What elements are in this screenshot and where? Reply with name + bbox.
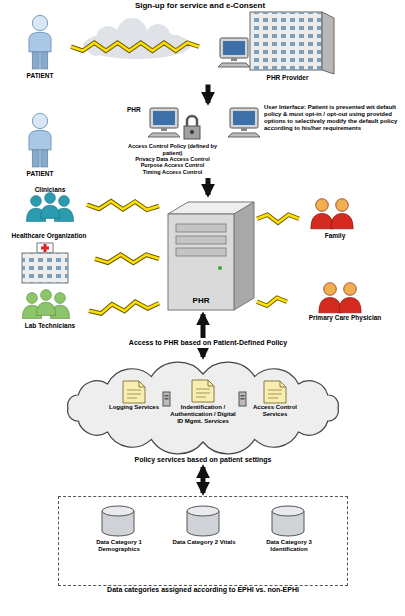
node-label: Access Control Services [248,404,302,418]
hospital-building [22,243,68,283]
caption: Access to PHR based on Patient-Defined P… [126,338,290,348]
node-label: Primary Care Physician [288,314,402,321]
node-label: Timing Access Control [125,169,220,175]
policy-cloud: Logging Services Indentification / Authen… [58,360,348,464]
flow-arrow [203,314,204,357]
clinicians-icon [26,193,73,222]
node-label: Data Category 3 Identification [253,539,325,553]
policy-workstation [148,108,200,139]
network-cloud [83,18,191,59]
diagram-title: Sign-up for service and e-Consent [90,1,310,10]
node-label: Access Control Policy (defined by patien… [125,143,220,156]
node-label: Data Category 2 Vitals [168,539,240,546]
node-label: Privacy Data Access Control [125,156,220,162]
lightning-link [71,43,199,51]
node-label: Clinicians [14,186,86,193]
node-label: Lab Technicians [12,322,88,329]
patient-figure [29,15,51,69]
server-tower [168,202,254,310]
lightning-link [257,298,287,306]
node-label: PATIENT [10,170,70,177]
patient-figure [29,113,51,167]
cloud-frame: Logging Services Indentification / Authen… [58,360,348,456]
node-label: Logging Services [106,404,162,411]
node-label: Family [300,232,370,239]
node-label: Healthcare Organization [4,232,94,239]
lightning-link [257,215,299,223]
service-icons [123,380,286,406]
node-label: PHR [160,296,242,305]
node-label: Indentification / Authentication / Digit… [170,404,236,425]
lightning-link [95,255,159,263]
family-icon [311,199,353,229]
flow-arrow [208,84,209,103]
flow-arrow [203,467,204,493]
node-label: Policy services based on patient setting… [58,456,348,464]
node-label: PHR Provider [240,74,335,81]
lightning-link [89,302,159,314]
node-label: PATIENT [10,72,70,79]
title-holder: Sign-up for service and e-Consent [90,1,310,10]
node-label: Data Category 1 Demographics [83,539,155,553]
node-label: User Interface: Patient is presented wit… [264,104,400,132]
flow-arrow [208,178,209,195]
provider-building [218,12,334,74]
node-label: PHR [127,106,220,113]
lightning-link [87,201,159,210]
database-icons [102,506,304,536]
node-label: Data categories assigned according to EP… [58,586,348,594]
lab-icon [22,290,69,319]
label-holder: Access to PHR based on Patient-Defined P… [100,331,316,349]
ui-workstation [228,108,260,137]
physician-icon [319,283,361,313]
node-label: Purpose Access Control [125,162,220,168]
